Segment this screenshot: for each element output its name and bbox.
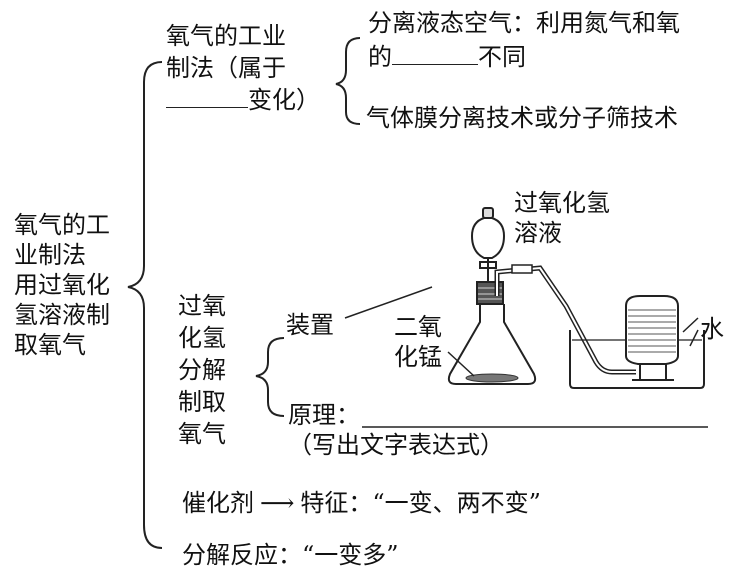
collection-bottle [625,295,679,365]
device-label: 装置 [286,311,334,339]
industrial-title: 氧气的工业 制法（属于 变化） [166,20,320,116]
h2o2-title-line: 氧气 [178,420,226,448]
catalyst-feature: 特征：“一变、两不变” [300,489,541,517]
industrial-title-line: 氧气的工业 [166,22,286,50]
water-trough [569,330,705,389]
apparatus-drawing [447,207,705,389]
root-line: 业制法 [14,241,86,269]
principle-label: 原理： [288,401,360,429]
mno2-solid [465,373,519,383]
h2o2-brace [255,337,285,417]
root-line: 用过氧化 [14,271,110,299]
root-line: 取氧气 [14,331,86,359]
method1-line1: 分离液态空气：利用氮气和氧 [368,9,680,37]
h2o2-title: 过氧 化氢 分解 制取 氧气 [178,290,226,450]
bottle-support [639,363,667,381]
industrial-title-suffix: 变化） [248,86,320,114]
conical-flask [447,304,537,385]
root-title: 氧气的工 业制法 用过氧化 氢溶液制 取氧气 [14,210,110,360]
root-line: 氢溶液制 [14,301,110,329]
funnel-stopper [482,207,494,219]
h2o2-title-line: 过氧 [178,292,226,320]
catalyst-label: 催化剂 [182,489,254,517]
industrial-title-line3: 变化） [166,84,320,116]
root-line: 氧气的工 [14,211,110,239]
catalyst-row: 催化剂⟶特征：“一变、两不变” [182,488,541,518]
main-brace [127,61,163,549]
industrial-brace [335,37,361,125]
principle-note: （写出文字表达式） [288,431,504,459]
method1-line2: 的不同 [368,43,526,71]
change-type-blank [166,106,248,108]
funnel-label: 过氧化氢 溶液 [514,189,610,247]
arrow-icon: ⟶ [260,489,295,517]
method1: 分离液态空气：利用氮气和氧 的不同 [368,6,680,74]
water-label: 水 [700,315,724,343]
delivery-tube [494,265,636,375]
industrial-title-line: 制法（属于 [166,54,286,82]
property-blank [392,63,478,65]
device-pointer-line [344,286,433,319]
h2o2-title-line: 制取 [178,388,226,416]
mno2-label: 二氧 化锰 [394,313,442,371]
funnel-body [470,217,506,259]
h2o2-title-line: 化氢 [178,324,226,352]
decomposition-label: 分解反应：“一变多” [182,541,399,569]
method2: 气体膜分离技术或分子筛技术 [366,104,678,132]
h2o2-title-line: 分解 [178,356,226,384]
